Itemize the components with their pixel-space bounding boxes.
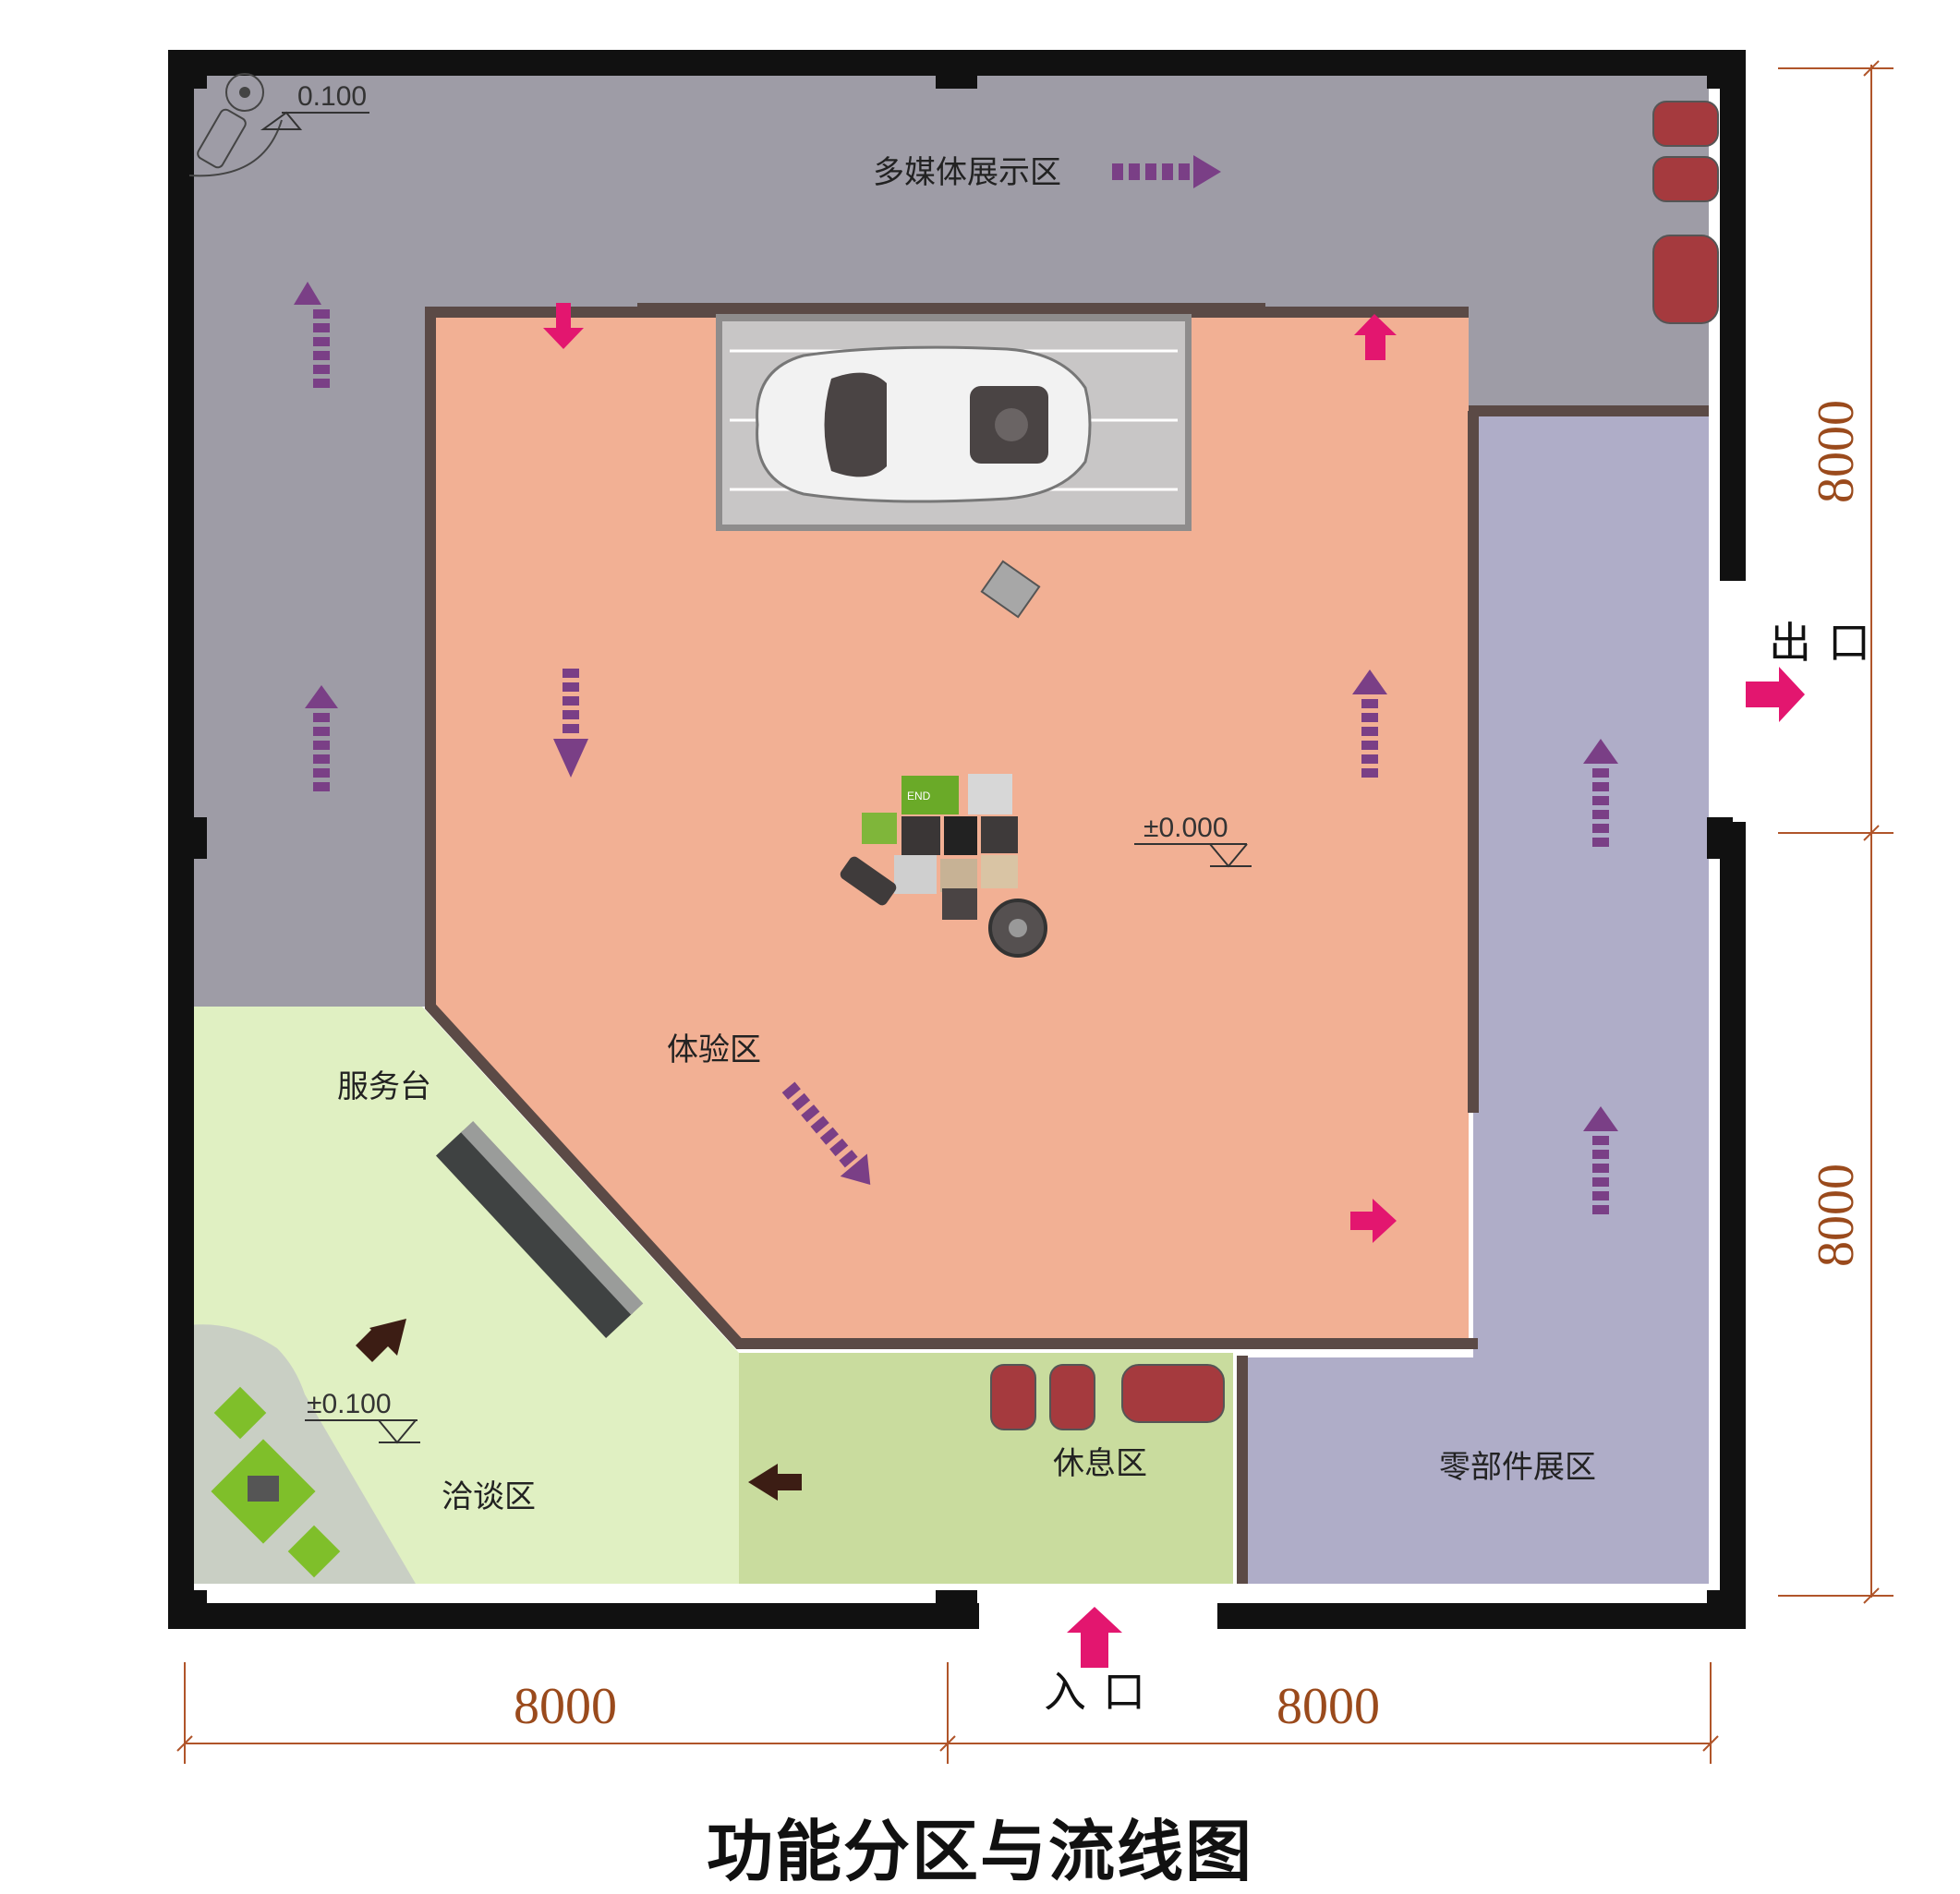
page-title: 功能分区与流线图 (706, 1813, 1253, 1890)
svg-text:±0.100: ±0.100 (307, 1389, 392, 1419)
zone-label-service-desk: 服务台 (337, 1068, 431, 1105)
arrow-up-left-icon (356, 1319, 406, 1362)
arrow-right-icon (1350, 1199, 1397, 1243)
flow-arrows (294, 155, 1618, 1214)
flow-arrow-up-icon (305, 685, 338, 791)
flow-arrow-up-icon (1352, 670, 1387, 778)
svg-text:±0.000: ±0.000 (1143, 813, 1228, 843)
cube-label: END (907, 790, 931, 802)
zone-label-multimedia: 多媒体展示区 (873, 154, 1061, 191)
key-arrows (543, 303, 1805, 1668)
entrance-arrow-icon (1067, 1607, 1122, 1668)
elevation-center: ±0.000 (1134, 813, 1252, 868)
outer-walls (168, 50, 1746, 1629)
flow-arrow-up-icon (294, 282, 330, 388)
dimension-right-top: 8000 (1808, 400, 1865, 503)
dimension-right-bottom: 8000 (1808, 1164, 1865, 1267)
flow-arrow-diagonal-icon (781, 1081, 871, 1186)
flow-arrow-up-icon (1583, 1106, 1618, 1214)
zone-label-negotiation: 洽谈区 (442, 1478, 536, 1515)
dimension-bottom-left: 8000 (514, 1678, 617, 1735)
elevation-top-left: 0.100 (260, 81, 369, 130)
arrow-left-icon (748, 1464, 802, 1501)
flow-arrow-up-icon (1583, 739, 1618, 847)
exit-label: 出口 (1769, 618, 1887, 668)
flow-arrow-right-icon (1112, 155, 1221, 188)
rest-sofas (990, 1364, 1225, 1430)
service-desk (435, 1120, 644, 1338)
arrow-down-icon (543, 303, 584, 349)
center-exhibit: END (840, 774, 1047, 958)
entrance-label: 入口 (1044, 1667, 1162, 1717)
car-display (716, 314, 1192, 531)
zone-label-experience: 体验区 (667, 1031, 761, 1068)
service-arrows (356, 1319, 802, 1501)
exit-arrow-icon (1746, 667, 1805, 722)
arrow-up-icon (1354, 314, 1397, 360)
zone-label-rest: 休息区 (1053, 1445, 1147, 1482)
zone-label-parts: 零部件展区 (1439, 1449, 1596, 1486)
tire-stack-top (1652, 101, 1719, 324)
car-windshield (824, 372, 887, 477)
dimension-lines (176, 60, 1893, 1764)
elevation-lower-left: ±0.100 (305, 1389, 420, 1444)
small-display (980, 560, 1041, 619)
door-swing (188, 73, 283, 177)
svg-text:0.100: 0.100 (297, 81, 367, 112)
dimension-bottom-right: 8000 (1276, 1678, 1380, 1735)
flow-arrow-down-icon (553, 669, 588, 778)
